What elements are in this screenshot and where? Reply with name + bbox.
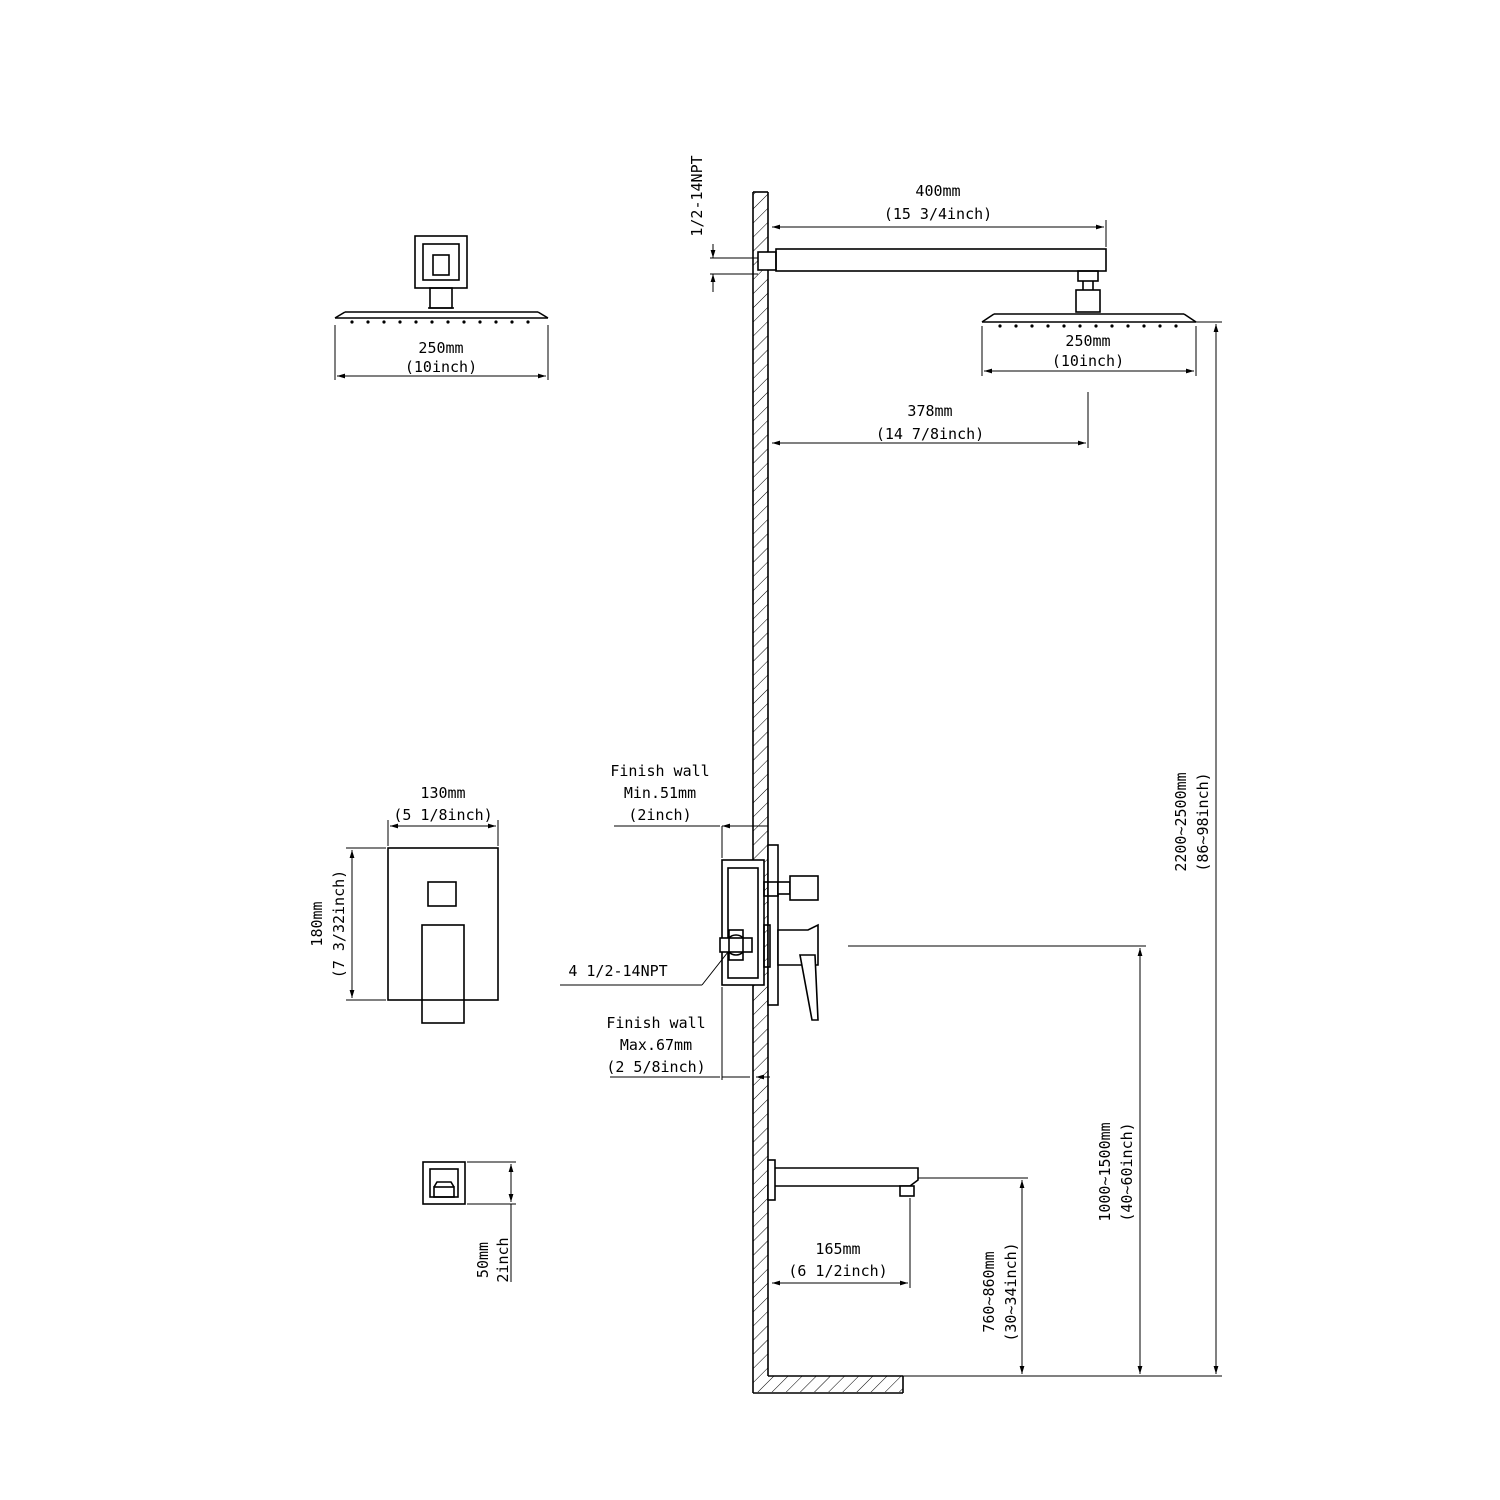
shower-arm-side-view: 1/2-14NPT 400mm (15 3/4inch) 250mm (10in… — [688, 155, 1222, 1374]
plate-height-mm: 180mm — [308, 901, 326, 946]
finish-wall-max-1: Finish wall — [606, 1014, 705, 1032]
total-height-mm: 2200~2500mm — [1172, 772, 1190, 871]
spout-front-size-in: 2inch — [494, 1237, 512, 1282]
nozzle-dots-side — [998, 324, 1178, 328]
nozzle-dots — [350, 320, 530, 324]
tub-spout-side-view: 165mm (6 1/2inch) 760~860mm (30~34inch) — [767, 1159, 1222, 1377]
arm-length-in: (15 3/4inch) — [884, 205, 992, 223]
spout-height-mm: 760~860mm — [980, 1251, 998, 1332]
side-head-width-in: (10inch) — [1052, 352, 1124, 370]
plate-width-mm: 130mm — [420, 784, 465, 802]
offset-mm: 378mm — [907, 402, 952, 420]
shower-head-front-view: 250mm (10inch) — [334, 235, 549, 380]
spout-height-in: (30~34inch) — [1002, 1242, 1020, 1341]
arm-length-mm: 400mm — [915, 182, 960, 200]
side-head-width-mm: 250mm — [1065, 332, 1110, 350]
total-height-in: (86~98inch) — [1194, 772, 1212, 871]
valve-height-in: (40~60inch) — [1118, 1122, 1136, 1221]
valve-height-mm: 1000~1500mm — [1096, 1122, 1114, 1221]
finish-wall-max-3: (2 5/8inch) — [606, 1058, 705, 1076]
plate-width-in: (5 1/8inch) — [393, 806, 492, 824]
head-width-mm: 250mm — [418, 339, 463, 357]
valve-side-view: Finish wall Min.51mm (2inch) 4 1/2-14NPT… — [560, 762, 1146, 1374]
spout-length-mm: 165mm — [815, 1240, 860, 1258]
spout-front-size-mm: 50mm — [474, 1242, 492, 1278]
offset-in: (14 7/8inch) — [876, 425, 984, 443]
plate-height-in: (7 3/32inch) — [330, 870, 348, 978]
npt-top-label: 1/2-14NPT — [688, 155, 706, 236]
finish-wall-min-2: Min.51mm — [624, 784, 696, 802]
npt-valve-label: 4 1/2-14NPT — [568, 962, 667, 980]
head-width-in: (10inch) — [405, 358, 477, 376]
wall-section — [752, 191, 904, 1394]
finish-wall-min-3: (2inch) — [628, 806, 691, 824]
tub-spout-front-view: 50mm 2inch — [422, 1161, 516, 1283]
finish-wall-min-1: Finish wall — [610, 762, 709, 780]
finish-wall-max-2: Max.67mm — [620, 1036, 692, 1054]
valve-plate-front-view: 130mm (5 1/8inch) 180mm (7 3/32inch) — [308, 784, 499, 1024]
spout-length-in: (6 1/2inch) — [788, 1262, 887, 1280]
